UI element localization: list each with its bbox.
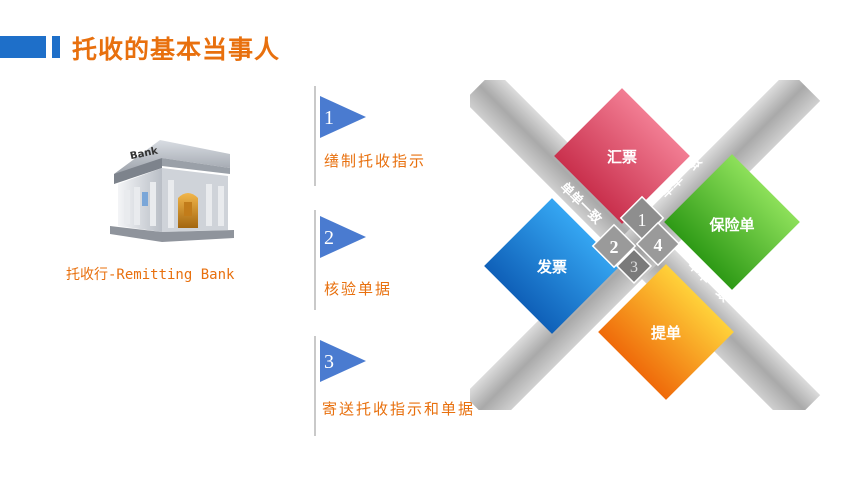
- step-3-label: 寄送托收指示和单据: [322, 400, 476, 418]
- step-1-label: 缮制托收指示: [324, 152, 427, 170]
- tile-bill-of-lading-label: 提单: [651, 324, 681, 342]
- center-cell-4: [635, 221, 681, 267]
- center-number-1: 1: [638, 210, 647, 230]
- step-1-marker: 1: [320, 96, 366, 138]
- tile-draft-label: 汇票: [607, 148, 637, 166]
- center-number-3: 3: [630, 259, 638, 276]
- step-divider: [314, 336, 316, 436]
- center-cell-3: [615, 247, 653, 285]
- center-number-2: 2: [610, 237, 619, 257]
- center-number-4: 4: [654, 235, 663, 255]
- tile-insurance-label: 保险单: [708, 216, 754, 234]
- step-divider: [314, 210, 316, 310]
- center-cell-2: [591, 223, 637, 269]
- header-accent-bar: [0, 36, 46, 58]
- document-consistency-diagram: 汇票 保险单 发票 提单 1 2 3 4 单单一致 单单一致 单单一致: [470, 80, 821, 410]
- step-2-label: 核验单据: [324, 280, 393, 298]
- tile-bill-of-lading: [598, 264, 734, 400]
- tile-draft: [554, 88, 690, 224]
- bank-building-icon: Bank: [110, 140, 234, 242]
- step-2-marker: 2: [320, 216, 366, 258]
- header-accent-stripe: [52, 36, 60, 58]
- tile-insurance: [664, 154, 800, 290]
- bank-label: 托收行-Remitting Bank: [66, 267, 235, 283]
- step-3-marker: 3: [320, 340, 366, 382]
- tile-invoice: [484, 198, 620, 334]
- step-2-number: 2: [324, 227, 334, 249]
- step-1-number: 1: [324, 107, 334, 129]
- step-3-number: 3: [324, 351, 334, 373]
- page-title: 托收的基本当事人: [72, 35, 281, 64]
- tile-invoice-label: 发票: [536, 258, 567, 276]
- step-divider: [314, 86, 316, 186]
